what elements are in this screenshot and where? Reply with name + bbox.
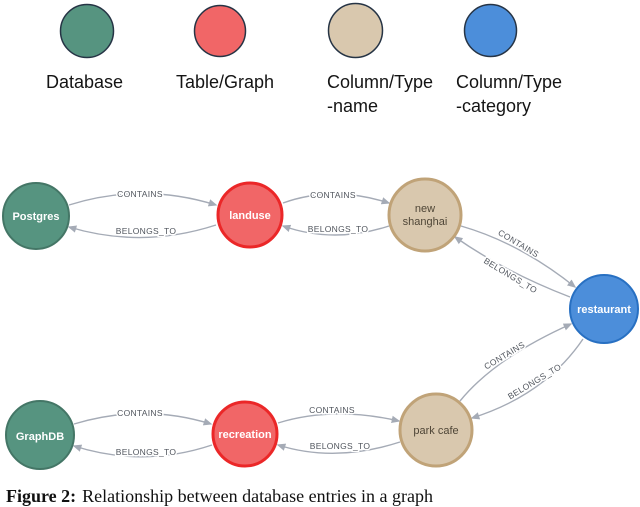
- edge-label: CONTAINS: [496, 227, 540, 259]
- node-circle: [2, 182, 70, 250]
- edge-restaurant-belongs-to-new-shanghai: [453, 236, 571, 298]
- node-label: Postgres: [12, 211, 59, 223]
- edge-recreation-contains-park-cafe: [277, 413, 401, 424]
- legend-swatch-column-category: [463, 3, 518, 58]
- edge-park-cafe-belongs-to-recreation: [276, 441, 401, 454]
- edge-label: CONTAINS: [309, 405, 355, 415]
- edge-new-shanghai-belongs-to-landuse: [281, 224, 390, 236]
- node-label-line2: shanghai: [403, 216, 448, 228]
- legend-label-database: Database: [46, 72, 124, 92]
- legend-label-line1: Column/Type: [327, 72, 434, 92]
- edge-new-shanghai-contains-restaurant: [460, 225, 577, 288]
- legend-swatch-database: [59, 3, 115, 59]
- node-park-cafe: park cafe: [398, 392, 474, 468]
- node-recreation: recreation: [211, 400, 279, 468]
- edge-label: BELONGS_TO: [482, 256, 539, 296]
- edge-label: CONTAINS: [117, 408, 163, 418]
- node-label: landuse: [229, 210, 271, 222]
- edge-landuse-belongs-to-postgres: [67, 224, 217, 239]
- column-name-color-circle: [327, 2, 384, 59]
- node-label: restaurant: [577, 304, 631, 316]
- edge-landuse-contains-new-shanghai: [282, 193, 391, 205]
- node-circle: [387, 177, 463, 253]
- legend-label-column-category: Column/Type -category: [456, 70, 562, 118]
- node-landuse: landuse: [216, 181, 284, 249]
- edge-label: BELONGS_TO: [506, 362, 563, 402]
- legend-label-line1: Column/Type: [456, 72, 563, 92]
- node-label: park cafe: [413, 425, 458, 437]
- database-color-circle: [59, 3, 115, 59]
- legend-swatch-column-name: [327, 2, 384, 59]
- node-label: GraphDB: [16, 431, 64, 443]
- legend-swatch-table-graph: [193, 4, 247, 58]
- node-graphdb: GraphDB: [5, 400, 75, 470]
- legend-label-line2: -name: [327, 96, 379, 116]
- figure-caption-number: Figure 2:: [6, 486, 77, 506]
- edge-park-cafe-contains-restaurant: [459, 323, 573, 402]
- column-category-color-circle: [463, 3, 518, 58]
- edge-label: CONTAINS: [482, 339, 526, 371]
- node-circle: [211, 400, 279, 468]
- edge-label: CONTAINS: [310, 190, 356, 200]
- edge-label: BELONGS_TO: [310, 441, 371, 451]
- node-label-line1: new: [415, 203, 435, 215]
- edge-graphdb-contains-recreation: [73, 412, 213, 426]
- legend-label-column-name: Column/Type -name: [327, 70, 433, 118]
- node-circle: [216, 181, 284, 249]
- edge-label: BELONGS_TO: [308, 224, 369, 234]
- node-circle: [569, 274, 639, 344]
- edge-postgres-contains-landuse: [68, 192, 218, 207]
- node-restaurant: restaurant: [569, 274, 639, 344]
- figure-caption-text: Relationship between database entries in…: [82, 486, 434, 506]
- node-circle: [398, 392, 474, 468]
- edge-label: CONTAINS: [117, 189, 163, 199]
- edge-label: BELONGS_TO: [116, 447, 177, 457]
- table-graph-color-circle: [193, 4, 247, 58]
- node-postgres: Postgres: [2, 182, 70, 250]
- edge-recreation-belongs-to-graphdb: [72, 444, 213, 458]
- node-circle: [5, 400, 75, 470]
- node-new-shanghai: new shanghai: [387, 177, 463, 253]
- edge-label: BELONGS_TO: [116, 226, 177, 236]
- figure-caption: Figure 2:Relationship between database e…: [6, 486, 634, 507]
- edge-restaurant-belongs-to-park-cafe: [470, 338, 584, 420]
- legend-label-line2: -category: [456, 96, 532, 116]
- node-label: recreation: [218, 429, 271, 441]
- legend-label-table-graph: Table/Graph: [176, 72, 275, 92]
